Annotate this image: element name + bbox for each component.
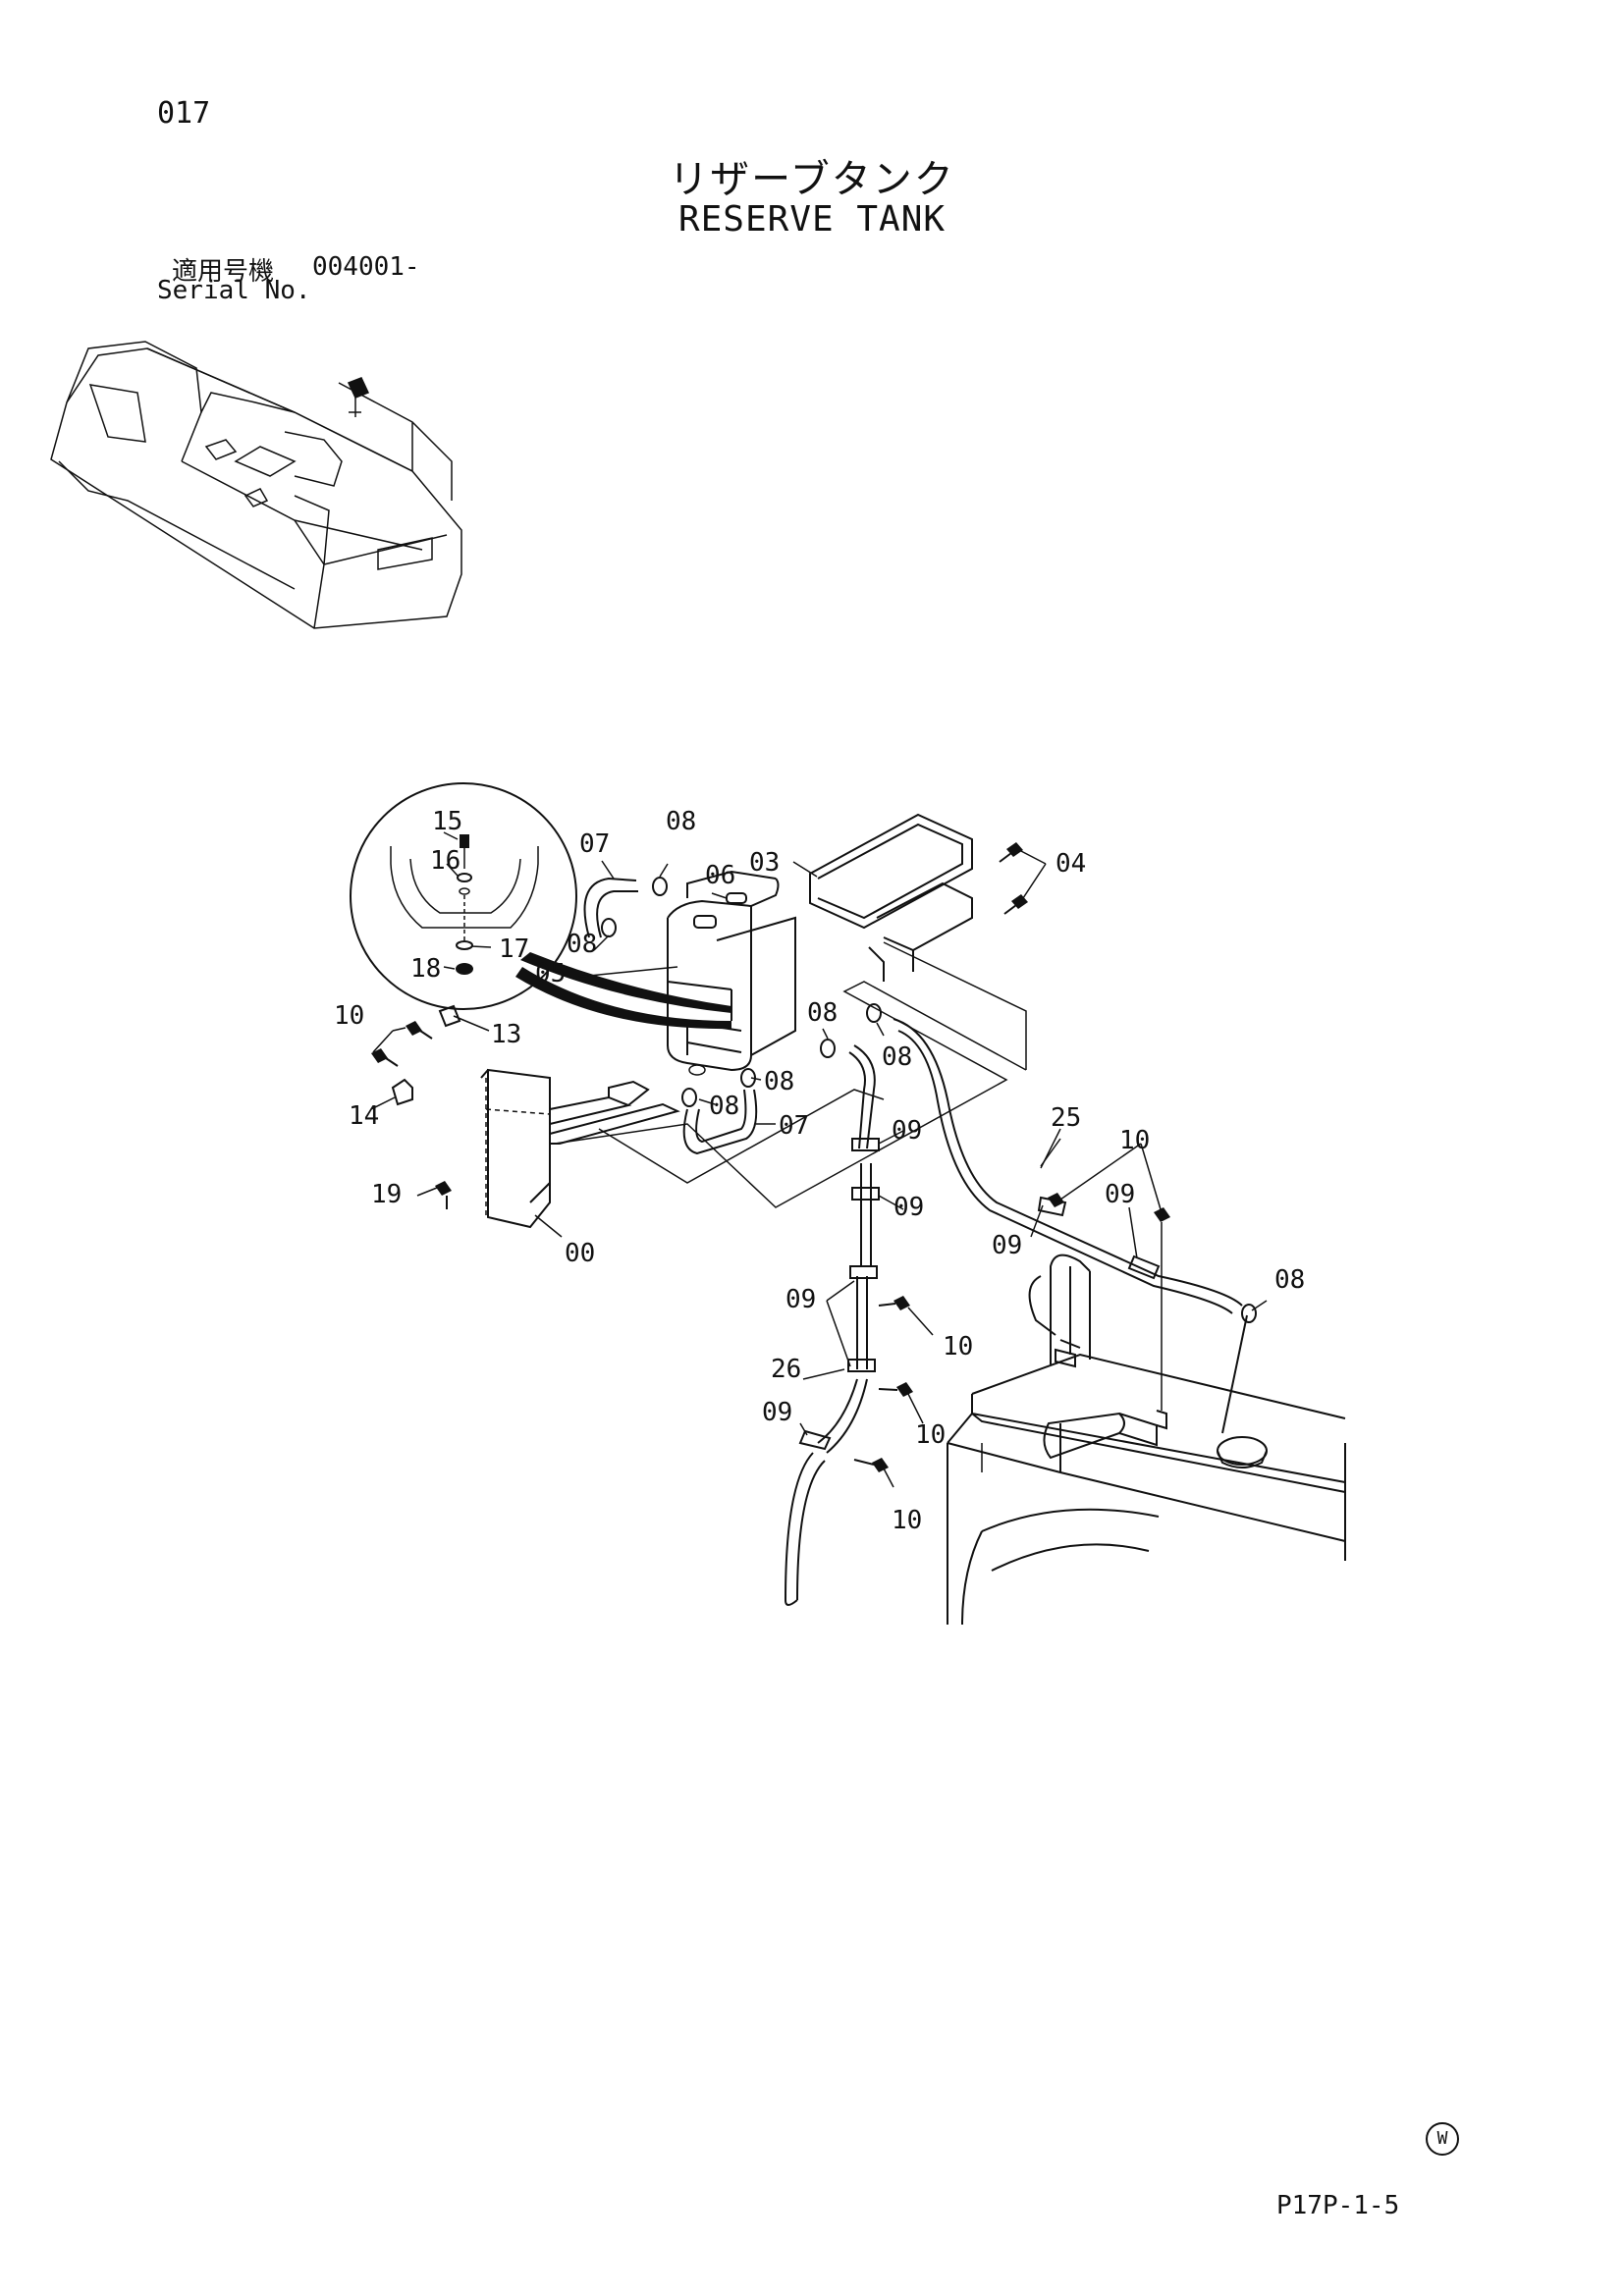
bolt-icon xyxy=(1154,1207,1170,1222)
hose-clamp-icon xyxy=(866,1003,882,1023)
callout-07: 07 xyxy=(579,829,610,859)
clamp-icon xyxy=(1037,1196,1067,1217)
clip-icon xyxy=(438,1004,461,1028)
clip-icon xyxy=(391,1078,413,1106)
hose-clamp-icon xyxy=(601,918,617,937)
bolt-icon xyxy=(872,1458,889,1472)
detail-inset-circle xyxy=(350,782,731,1030)
pipe-26 xyxy=(785,1044,876,1606)
callout-25: 25 xyxy=(1051,1103,1081,1133)
bolt-icon xyxy=(435,1181,452,1196)
clamp-icon xyxy=(849,1265,878,1279)
callout-04: 04 xyxy=(1056,849,1086,879)
hose-07 xyxy=(583,877,758,1155)
nut-icon xyxy=(456,963,473,975)
callout-08: 08 xyxy=(709,1092,739,1121)
fastener-group-left xyxy=(371,1004,461,1209)
callout-16: 16 xyxy=(430,846,460,876)
callout-14: 14 xyxy=(349,1101,379,1131)
pipe-25 xyxy=(893,1018,1257,1323)
callout-00: 00 xyxy=(565,1239,595,1268)
serial-label: Serial No. xyxy=(157,276,311,305)
page-number: 017 xyxy=(157,96,211,131)
bolt-icon xyxy=(406,1021,422,1036)
band-03 xyxy=(809,813,973,982)
callout-18: 18 xyxy=(410,954,441,984)
bolt-04-group xyxy=(999,842,1028,915)
page-title: RESERVE TANK xyxy=(677,199,947,240)
callout-08: 08 xyxy=(807,998,838,1028)
callout-09: 09 xyxy=(992,1231,1022,1260)
callout-03: 03 xyxy=(749,848,780,878)
callout-10: 10 xyxy=(1119,1126,1150,1155)
callout-09: 09 xyxy=(762,1398,792,1427)
bolt-icon xyxy=(893,1296,910,1310)
callout-labels: 15 16 17 18 07 08 06 03 04 08 05 08 08 0… xyxy=(334,807,1305,1535)
hose-clamp-icon xyxy=(820,1039,836,1058)
o-ring-icon xyxy=(457,873,472,882)
callout-08: 08 xyxy=(666,807,696,836)
callout-09: 09 xyxy=(892,1116,922,1146)
watermark-w-mark: W xyxy=(1426,2122,1459,2156)
clamp-icon xyxy=(798,1429,832,1451)
callout-17: 17 xyxy=(499,934,529,964)
callout-08: 08 xyxy=(567,930,597,959)
callout-15: 15 xyxy=(432,807,462,836)
drawing-code: P17P-1-5 xyxy=(1276,2191,1400,2220)
callout-07: 07 xyxy=(779,1111,809,1141)
callout-10: 10 xyxy=(943,1332,973,1362)
serial-number-value: 004001- xyxy=(312,252,420,282)
callout-09: 09 xyxy=(893,1193,924,1222)
washer-icon xyxy=(456,940,473,950)
callout-10: 10 xyxy=(915,1420,946,1450)
clamp-icon xyxy=(1127,1255,1161,1280)
clamp-icon xyxy=(851,1138,880,1151)
hose-clamp-icon xyxy=(1241,1304,1257,1323)
callout-19: 19 xyxy=(371,1180,402,1209)
callout-13: 13 xyxy=(491,1020,521,1049)
machine-overview-illustration xyxy=(50,341,462,629)
hose-clamp-icon xyxy=(652,877,668,896)
callout-08: 08 xyxy=(1274,1265,1305,1295)
clamp-icon xyxy=(847,1359,876,1372)
callout-10: 10 xyxy=(334,1001,364,1031)
callout-05: 05 xyxy=(535,959,566,988)
reserve-tank-05-06 xyxy=(667,870,796,1076)
bolt-icon xyxy=(896,1382,913,1397)
bolt-icon xyxy=(460,834,469,848)
callout-10: 10 xyxy=(892,1506,922,1535)
callout-06: 06 xyxy=(705,861,735,890)
serial-label-japanese: 適用号機 xyxy=(172,257,275,287)
radiator-assembly xyxy=(947,1222,1346,1626)
bracket-00 xyxy=(480,1068,680,1229)
callout-09: 09 xyxy=(1105,1180,1135,1209)
hose-clamp-icon xyxy=(740,1068,756,1088)
callout-26: 26 xyxy=(771,1355,801,1384)
assembly-frame-lines xyxy=(554,941,1027,1208)
clamp-icon xyxy=(851,1187,880,1201)
callout-08: 08 xyxy=(882,1042,912,1072)
page-title-japanese: リザーブタンク xyxy=(669,157,955,202)
bolt-icon xyxy=(371,1048,388,1063)
leader-lines xyxy=(370,849,1268,1488)
callout-08: 08 xyxy=(764,1067,794,1096)
hose-clamp-icon xyxy=(681,1088,697,1107)
callout-09: 09 xyxy=(785,1285,816,1314)
